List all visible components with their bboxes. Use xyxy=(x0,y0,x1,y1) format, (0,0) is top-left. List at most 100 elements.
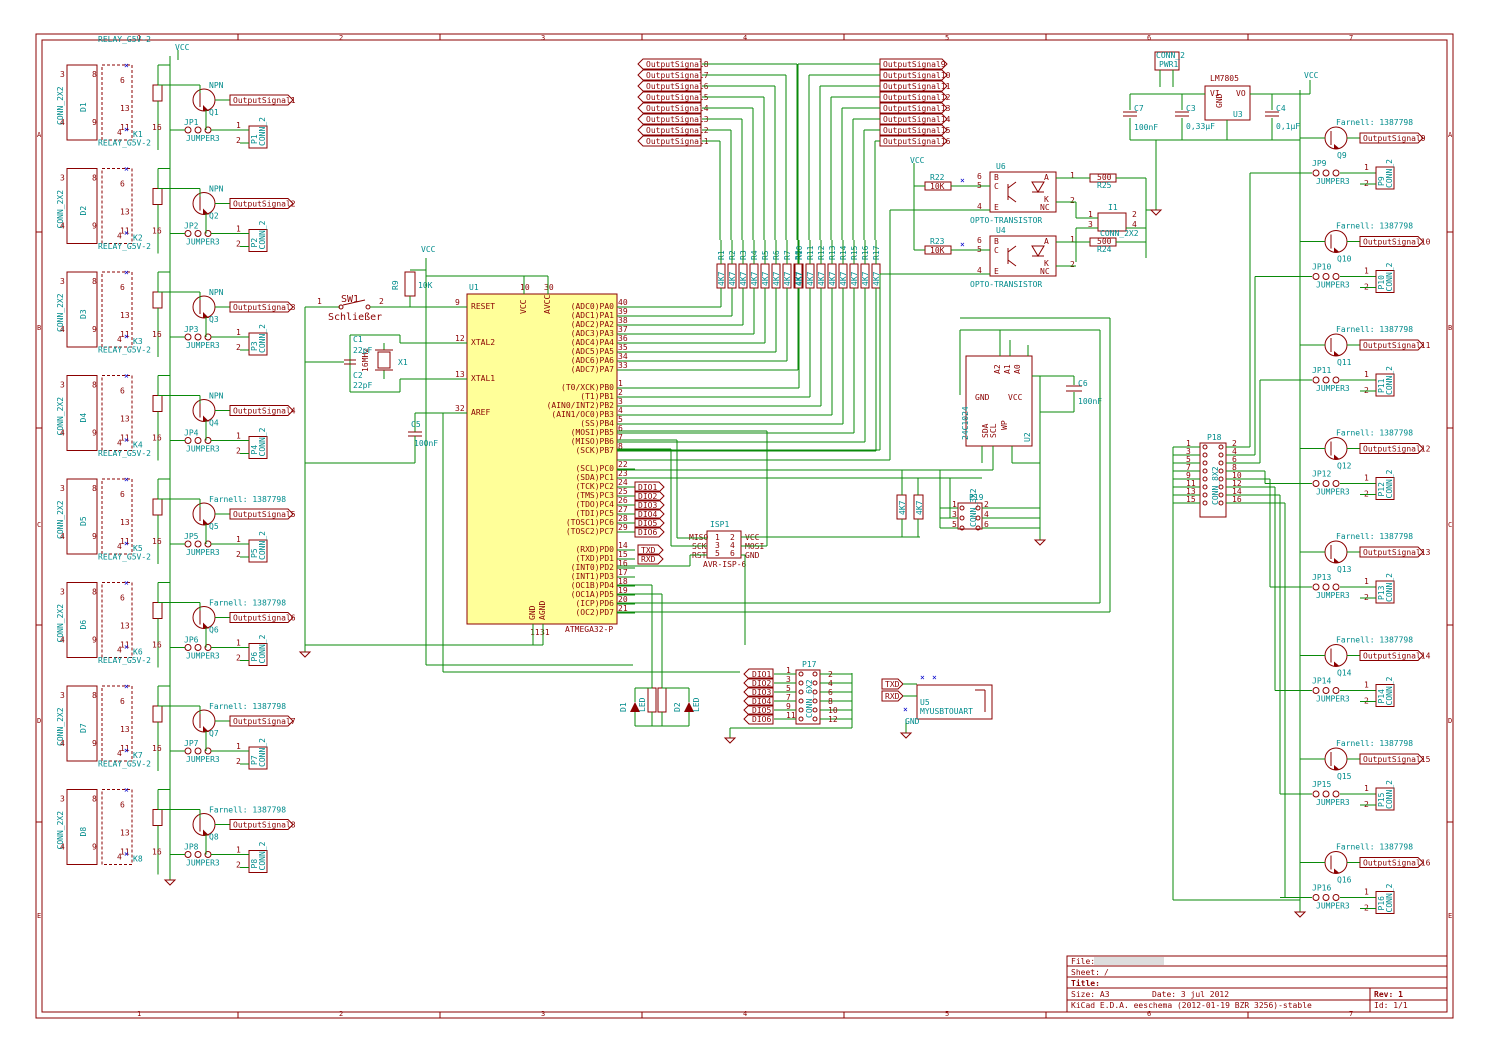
mcu-pin-name: (T1)PB1 xyxy=(580,392,614,401)
bank-resistor-value: 4K7 xyxy=(795,271,804,286)
p18-pad xyxy=(1202,444,1208,450)
p18-ref: P18 xyxy=(1207,433,1222,442)
zone-col-top-6: 6 xyxy=(1147,34,1151,42)
mcu-pin-num: 13 xyxy=(455,370,465,379)
relay-value: RELAY_G5V-2 xyxy=(98,449,151,458)
pin-9: 9 xyxy=(92,325,97,334)
pullup-b-value: 4K7 xyxy=(915,500,924,515)
p17-pin-num: 8 xyxy=(828,697,833,706)
output-signal-label: OutputSignal12 xyxy=(1363,445,1431,454)
mcu-pin-name: (SCL)PC0 xyxy=(575,464,614,473)
dio-label-4-shape xyxy=(634,508,665,520)
top-signal-left-8-group: OutputSignal1 xyxy=(637,135,709,147)
mcu-pin-name: (SCK)PB7 xyxy=(575,446,614,455)
p19-pad xyxy=(959,505,965,511)
jumper-ref: JP6 xyxy=(184,636,199,645)
top-signal-left-6: OutputSignal3 xyxy=(646,115,709,124)
p18-value: CONN_8X2 xyxy=(1211,466,1220,505)
relay-coil xyxy=(152,809,163,826)
pin-6: 6 xyxy=(120,387,125,396)
pin-9: 9 xyxy=(92,739,97,748)
relay-conn-outline xyxy=(66,64,98,141)
pin-4b: 4 xyxy=(117,646,122,655)
transistor-ref: Q14 xyxy=(1337,669,1352,678)
output-signal-label-group: OutputSignal16 xyxy=(1359,857,1431,868)
p18-pin-num: 6 xyxy=(1232,455,1237,464)
p17-dio-label-2-group: DIO2 xyxy=(743,677,774,689)
zone-row-right-C: C xyxy=(1448,521,1452,529)
relay-value: RELAY_G5V-2 xyxy=(98,656,151,665)
relay-conn-ref: D2 xyxy=(79,206,88,216)
pin-16: 16 xyxy=(152,848,162,857)
eeprom-vcc: VCC xyxy=(1008,393,1023,402)
jumper-pad xyxy=(1322,169,1330,177)
led1-ref: D1 xyxy=(619,702,628,712)
zone-col-top-7: 7 xyxy=(1349,34,1353,42)
p17-dio-label-6: DIO6 xyxy=(752,715,771,724)
relay-conn-value: CONN_2X2 xyxy=(56,500,65,539)
pin-13: 13 xyxy=(120,725,130,734)
nc-marker: × xyxy=(960,240,965,249)
top-signal-right-5-group: OutputSignal13 xyxy=(879,102,951,114)
top-signal-right-8-group: OutputSignal16 xyxy=(879,135,951,147)
p17-pad xyxy=(812,689,818,695)
jumper-value: JUMPER3 xyxy=(186,755,220,764)
jumper-pad xyxy=(1332,480,1340,487)
pin-3: 3 xyxy=(60,795,65,804)
jumper-ref: JP1 xyxy=(184,118,199,127)
relay-conn-ref: D6 xyxy=(79,620,88,630)
p19-pin-num: 4 xyxy=(984,510,989,519)
p19-pad xyxy=(959,525,965,531)
pin-2: 2 xyxy=(236,861,241,870)
isp-num-2: 2 xyxy=(730,533,735,542)
dio-label-5-shape xyxy=(634,517,665,529)
p-ref: P16 xyxy=(1377,896,1386,911)
p17-pin-num: 10 xyxy=(828,706,838,715)
eeprom-wp: WP xyxy=(1000,420,1009,430)
opto-rin-value: 10K xyxy=(930,182,945,191)
mcu-pin-name: (ADC0)PA0 xyxy=(571,302,615,311)
jumper-ref: JP8 xyxy=(184,843,199,852)
jumper-pad xyxy=(184,437,192,444)
pin-4: 4 xyxy=(60,636,65,645)
jumper-ref: JP3 xyxy=(184,325,199,334)
uart-label-txd-group: TXD xyxy=(637,544,664,556)
p17-pad xyxy=(798,698,804,704)
jumper-pad xyxy=(1312,583,1320,591)
transistor-value: Farnell: 1387798 xyxy=(1336,325,1413,334)
p17-pin-num: 7 xyxy=(786,693,791,702)
mcu-pin-name: (T0/XCK)PB0 xyxy=(561,383,614,392)
dio-label-6-shape xyxy=(634,526,665,538)
pin-16: 16 xyxy=(152,641,162,650)
p-value: CONN_2 xyxy=(258,634,267,663)
top-signal-left-3-shape xyxy=(637,80,702,92)
jumper-pad xyxy=(184,333,192,341)
zone-col-bottom-4: 4 xyxy=(743,1010,747,1018)
p17-pad xyxy=(812,716,818,722)
pin-2: 2 xyxy=(236,654,241,663)
vcc-label-r9: VCC xyxy=(421,245,436,254)
output-signal-label-shape xyxy=(229,715,294,727)
p18-pad xyxy=(1218,452,1224,458)
pin-4: 4 xyxy=(60,222,65,231)
output-signal-label: OutputSignal6 xyxy=(233,614,296,623)
top-signal-right-1-shape xyxy=(879,58,948,70)
jumper-ref: JP7 xyxy=(184,739,199,748)
transistor-ref: Q4 xyxy=(209,419,219,428)
mcu-pin-num: 31 xyxy=(540,628,550,637)
p18-pin-num: 1 xyxy=(1186,439,1191,448)
top-signal-right-4-group: OutputSignal12 xyxy=(879,91,951,103)
p-value: CONN_2 xyxy=(1385,366,1394,395)
right-channel-10: Farnell: 1387798Q10OutputSignal10JP10JUM… xyxy=(1280,222,1431,293)
dio-label-3-group: DIO3 xyxy=(634,499,665,511)
nc-marker: × xyxy=(124,436,129,445)
reg-value: LM7805 xyxy=(1210,74,1239,83)
relay-contacts xyxy=(101,685,133,762)
p18-pad xyxy=(1202,460,1208,466)
p19-ref: P19 xyxy=(969,493,984,502)
opto-led xyxy=(1031,245,1045,257)
pin-11: 11 xyxy=(120,123,130,132)
mcu-pin-name: AGND xyxy=(538,601,547,620)
opto-pin-nc: NC xyxy=(1040,267,1050,276)
